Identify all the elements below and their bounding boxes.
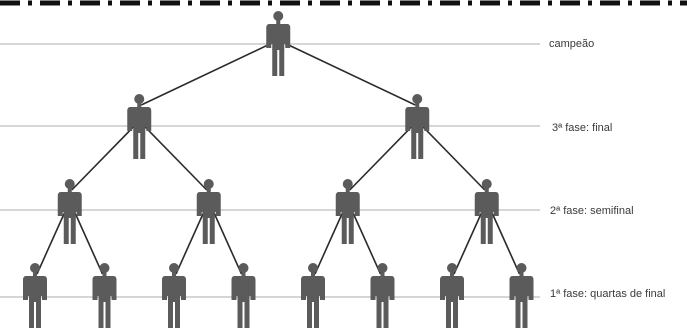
level-label-semifinal: 2ª fase: semifinal [550,205,634,217]
competitor-figures [23,11,534,328]
person-silhouette-icon [57,179,82,244]
person-silhouette-icon [301,263,325,328]
bracket-connector [212,209,243,275]
level-label-quarterfinal: 1ª fase: quartas de final [550,288,665,300]
person-silhouette-icon [162,263,186,328]
bracket-connector [73,209,104,275]
bracket-connector [420,124,486,191]
person-silhouette-icon [405,94,430,159]
person-silhouette-icon [23,263,47,328]
person-silhouette-icon [440,263,464,328]
bracket-connector [314,209,345,275]
bracket-connector [453,209,484,275]
bracket-connector [351,209,382,275]
person-silhouette-icon [92,263,117,328]
person-silhouette-icon [509,263,534,328]
bracket-connector [349,124,414,191]
person-silhouette-icon [196,179,221,244]
level-label-final: 3ª fase: final [552,122,612,134]
bracket-connector [71,124,136,191]
level-lines [0,43,540,298]
bracket-connector [281,41,416,106]
person-silhouette-icon [474,179,499,244]
person-silhouette-icon [266,11,291,76]
bracket-connectors [36,41,521,275]
bracket-connector [490,209,521,275]
level-label-champion: campeão [549,38,594,50]
person-silhouette-icon [127,94,152,159]
bracket-connector [175,209,206,275]
bracket-connector [142,124,208,191]
bracket-connector [36,209,67,275]
person-silhouette-icon [335,179,360,244]
bracket-connector [140,41,275,106]
person-silhouette-icon [370,263,395,328]
person-silhouette-icon [231,263,256,328]
